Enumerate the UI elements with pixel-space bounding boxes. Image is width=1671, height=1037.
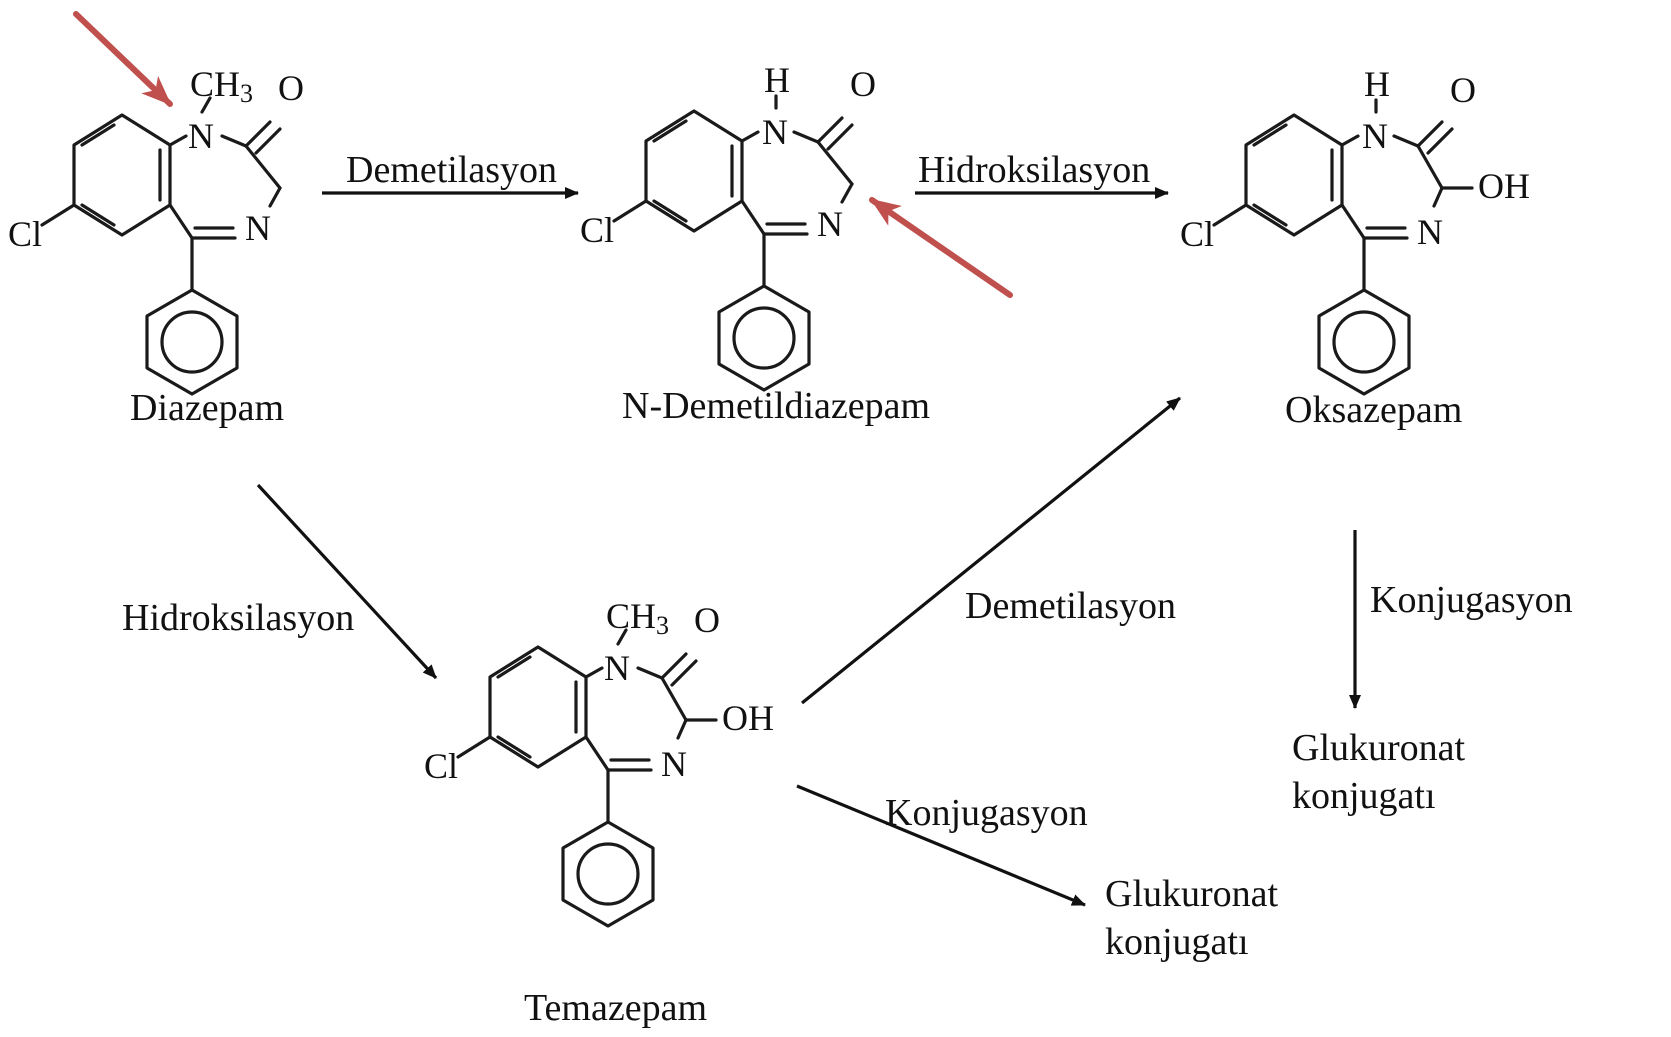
benzodiazepine-skeleton xyxy=(612,109,854,392)
compound-name-n-demethyldiazepam: N-Demetildiazepam xyxy=(622,385,930,427)
atom-label-n1: N xyxy=(604,648,630,688)
arrow-temazepam-to-oxazepam xyxy=(800,396,1182,705)
product-glucuronide-temazepam-line1: Glukuronat xyxy=(1105,873,1279,915)
atom-label-n1: N xyxy=(188,116,214,156)
atom-label-oh: OH xyxy=(722,698,774,738)
highlight-arrow-c3-position xyxy=(869,197,1013,298)
atom-label-n1: N xyxy=(1362,116,1388,156)
methyl-c: CH xyxy=(606,596,656,636)
product-glucuronide-temazepam-line2: konjugatı xyxy=(1105,921,1249,963)
atom-label-n4: N xyxy=(661,744,687,784)
atom-label-o: O xyxy=(1450,70,1476,110)
atom-label-methyl: CH3 xyxy=(606,596,669,640)
atom-label-oh: OH xyxy=(1478,166,1530,206)
reaction-label-conjugation: Konjugasyon xyxy=(1370,579,1573,621)
atom-label-cl: Cl xyxy=(580,210,614,250)
benzodiazepine-skeleton xyxy=(40,113,282,396)
molecule-temazepam: Cl N N O OH CH3 xyxy=(424,596,774,928)
methyl-subscript: 3 xyxy=(240,79,253,108)
molecule-n-demethyldiazepam: Cl N N O H xyxy=(580,60,876,392)
atom-label-n4: N xyxy=(1417,212,1443,252)
atom-label-cl: Cl xyxy=(8,214,42,254)
reaction-label-conjugation-2: Konjugasyon xyxy=(885,792,1088,834)
reaction-label-demethylation: Demetilasyon xyxy=(346,149,557,191)
benzodiazepine-skeleton xyxy=(456,645,698,928)
compound-name-temazepam: Temazepam xyxy=(524,987,707,1029)
atom-label-o: O xyxy=(278,68,304,108)
atom-label-cl: Cl xyxy=(424,746,458,786)
methyl-subscript: 3 xyxy=(656,611,669,640)
methyl-c: CH xyxy=(190,64,240,104)
arrow-diazepam-to-temazepam xyxy=(256,483,438,680)
atom-label-h: H xyxy=(1364,64,1390,104)
atom-label-n4: N xyxy=(245,208,271,248)
reaction-label-hydroxylation: Hidroksilasyon xyxy=(918,149,1150,191)
atom-label-n1: N xyxy=(762,112,788,152)
atom-label-o: O xyxy=(694,600,720,640)
product-glucuronide-oxazepam-line1: Glukuronat xyxy=(1292,727,1466,769)
atom-label-n4: N xyxy=(817,204,843,244)
atom-label-o: O xyxy=(850,64,876,104)
reaction-label-hydroxylation-2: Hidroksilasyon xyxy=(122,597,354,639)
molecule-oxazepam: Cl N N O OH H xyxy=(1180,64,1530,396)
compound-name-diazepam: Diazepam xyxy=(130,387,284,429)
benzodiazepine-skeleton xyxy=(1212,113,1454,396)
atom-label-cl: Cl xyxy=(1180,214,1214,254)
molecule-diazepam: Cl N N O CH3 xyxy=(8,64,304,396)
compound-name-oxazepam: Oksazepam xyxy=(1285,389,1462,431)
reaction-label-demethylation-2: Demetilasyon xyxy=(965,585,1176,627)
product-glucuronide-oxazepam-line2: konjugatı xyxy=(1292,775,1436,817)
highlight-arrow-n-methyl xyxy=(73,11,173,107)
atom-label-h: H xyxy=(764,60,790,100)
arrow-temazepam-to-glucuronide xyxy=(796,784,1086,907)
atom-label-methyl: CH3 xyxy=(190,64,253,108)
